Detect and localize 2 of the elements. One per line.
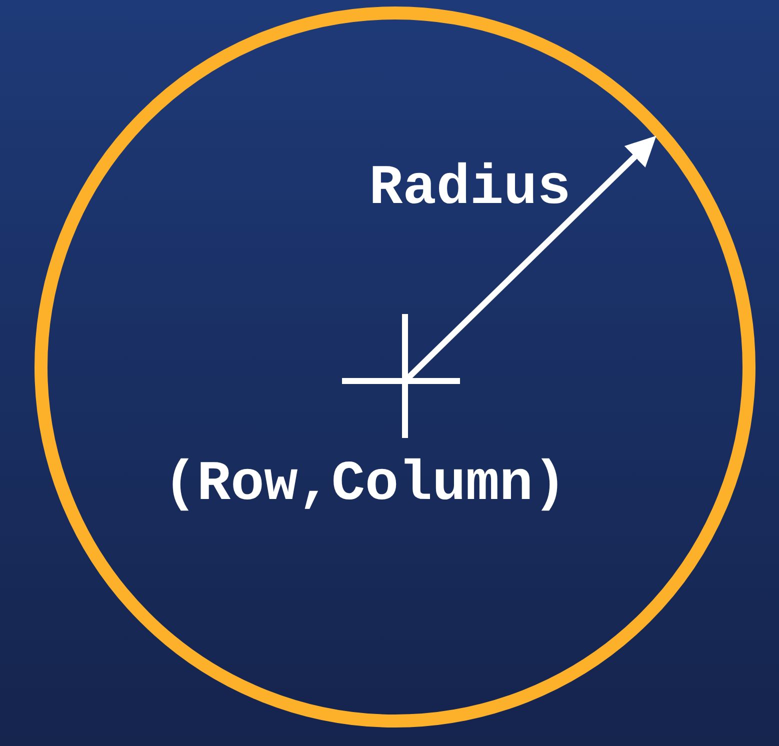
center-coordinates-label: (Row,Column) — [162, 456, 568, 512]
radius-label: Radius — [368, 160, 572, 216]
